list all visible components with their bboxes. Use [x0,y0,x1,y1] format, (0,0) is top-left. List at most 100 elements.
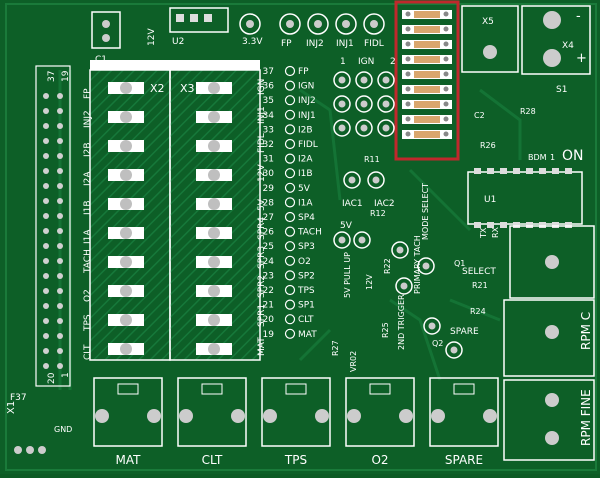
header-pad [57,318,63,324]
iac2-label: IAC2 [374,199,395,209]
resistor-body [414,101,440,108]
x5-label: X5 [482,17,494,27]
pin-row-label: INJ1 [298,111,316,121]
x3-label: X3 [180,82,195,95]
bdm-label: BDM [528,153,547,162]
r28-label: R28 [520,107,536,116]
x3-vertical-label: SPR2 [257,275,267,298]
s1-label: S1 [556,85,567,95]
component-pad [358,236,366,244]
bottom-connector-label: MAT [116,453,142,467]
left-vertical-label: TPS [83,314,93,332]
header-pad [57,183,63,189]
x4-label: X4 [562,41,574,51]
component-pad [372,176,380,184]
resistor-pad [443,131,449,137]
pin-row-label: 5V [298,184,311,194]
header-pad [43,303,49,309]
pin-row-pad [284,95,296,106]
pin-row-label: FIDL [298,140,318,150]
header-pad [57,363,63,369]
pin-row-pad [284,314,296,325]
component-pad [360,76,368,84]
bottom-connector-outline [177,377,247,447]
resistor-pad [405,116,411,122]
left-vertical-label: I2B [83,142,93,157]
x3-pin-pad [208,198,220,210]
pull-up-label: 5V PULL UP [343,252,352,298]
component-pad [360,124,368,132]
header-pad [43,123,49,129]
x3-pin-pad [208,111,220,123]
iac1-label: IAC1 [342,199,363,209]
header-pad [57,213,63,219]
vr02-label: VR02 [349,351,358,372]
component-pad [348,176,356,184]
u1-pin [526,222,533,228]
component-pad-ring [333,95,351,113]
x2-pin-pad [120,343,132,355]
board-labels: C1 12V U2 3.3V FP INJ2 INJ1 FIDL X5 X4 -… [6,9,587,434]
pin-row-label: SP1 [298,301,315,311]
u1-pin [500,222,507,228]
component-pad-ring [367,171,385,189]
x3-pin-pad [208,140,220,152]
bottom-connector-pad [263,409,277,423]
resistor-body [414,86,440,93]
resistor-pad [443,41,449,47]
x3-pin-pad [208,169,220,181]
pin-row-label: O2 [298,257,311,267]
fp-label: FP [281,39,292,49]
header-pad [57,288,63,294]
bottom-connector-tab [201,383,223,395]
right-labels: S1 R28 C2 R26 BDM ON 1 U1 TX RX SELECT R… [462,85,593,446]
pin-row-label: INJ2 [298,96,316,106]
header-pad [57,168,63,174]
pin-row-label: I2B [298,125,313,135]
inj2-label: INJ2 [306,39,324,49]
resistor-pad [443,86,449,92]
x1-label: X1 [6,401,17,414]
bottom-connector-label: TPS [284,453,307,467]
inj1-label: INJ1 [336,39,354,49]
resistor-pad [405,56,411,62]
test-pad [370,20,378,28]
pin-row-pad [284,299,296,310]
component-pad-ring [343,171,361,189]
resistor-pad [405,86,411,92]
x3-vertical-label: SPR4 [257,217,267,240]
x2-top-bar [90,60,200,70]
highlight-box [394,0,460,161]
u1-pin [552,168,559,174]
pin-row-number: 20 [263,315,275,325]
component-pad [396,246,404,254]
component-pad [422,262,430,270]
pin-row-label: TACH [297,228,322,238]
pin-row-number: 34 [263,111,275,121]
pin-row-number: 30 [263,169,275,179]
r22-label: R22 [383,258,392,274]
pin-row-pad [284,211,296,223]
gnd-pad [26,446,34,454]
x3-vertical-label: MAT [257,337,267,356]
v33-label: 3.3V [242,37,263,47]
gnd-pad [14,446,22,454]
resistor-pad [405,71,411,77]
header-pad [43,243,49,249]
v5-label: 5V [340,221,353,231]
pin-row-number: 23 [263,271,274,281]
left-vertical-label: I2A [83,171,93,186]
r21-label: R21 [472,281,488,290]
x5-pad [483,45,497,59]
x2-pin-pad [120,111,132,123]
q2-label: Q2 [432,339,443,348]
bottom-connector-label: CLT [202,453,223,467]
component-pad [338,124,346,132]
v12-label: 12V [147,28,157,46]
u2-label: U2 [172,37,184,47]
bdm-pin1-label: 1 [550,153,555,162]
header-pad [57,93,63,99]
u1-pin [487,222,494,228]
